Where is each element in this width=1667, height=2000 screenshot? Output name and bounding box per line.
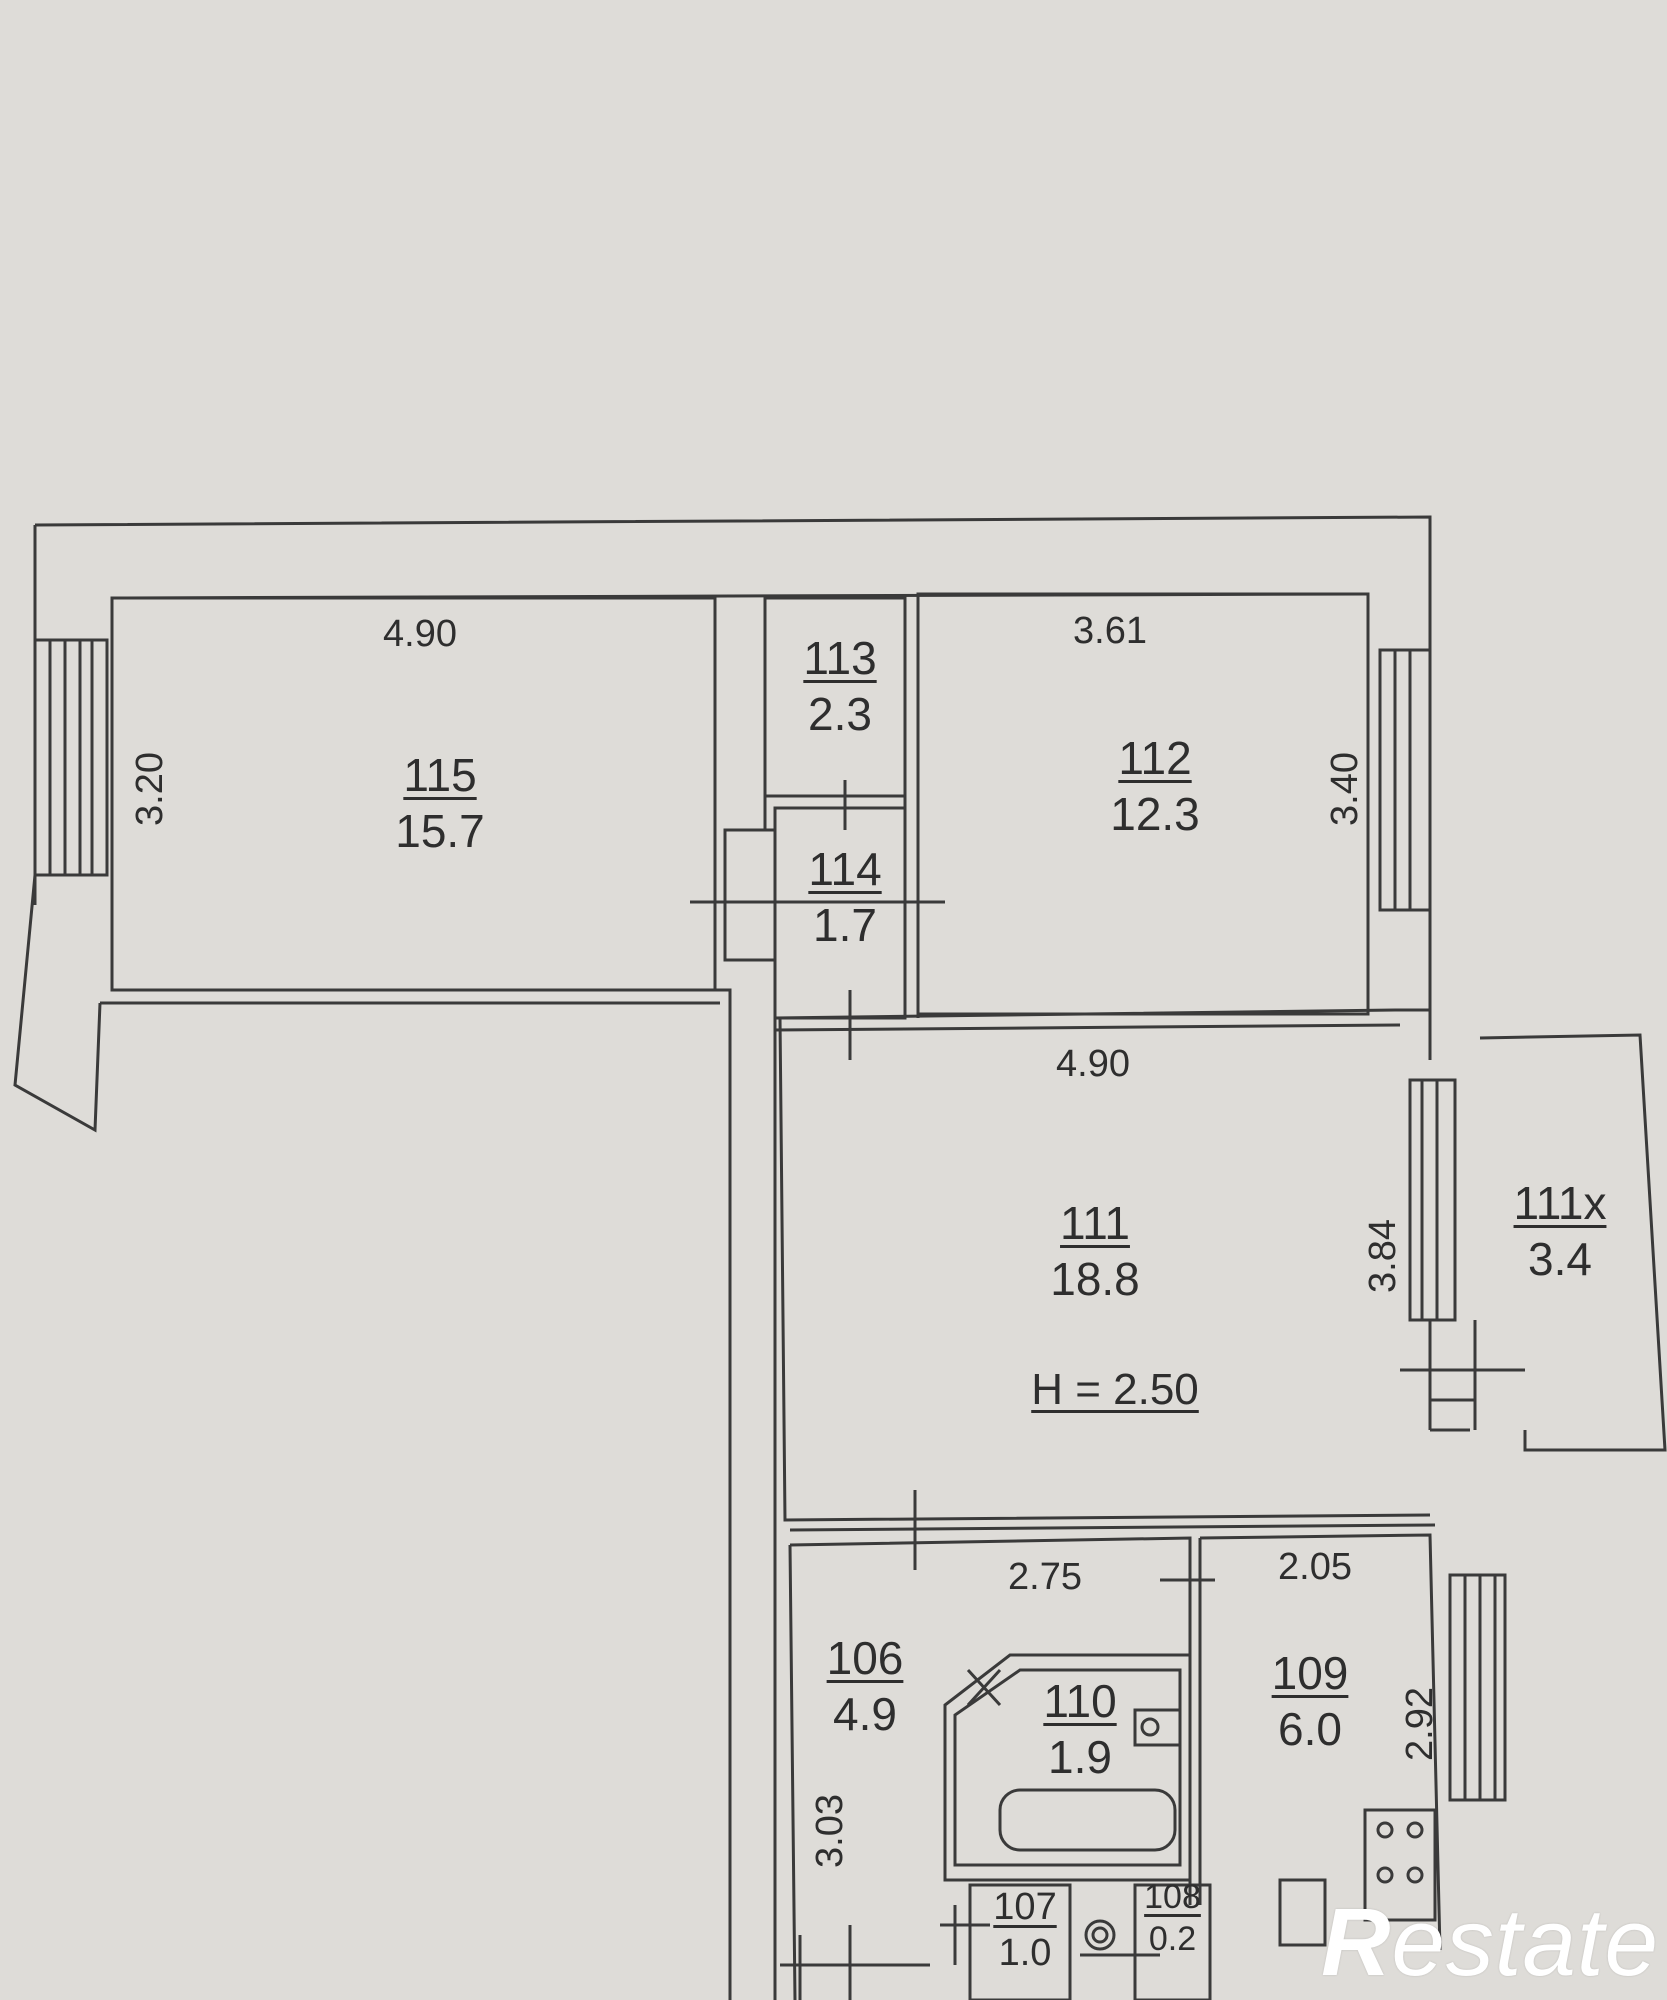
room-113-number: 113 (803, 632, 877, 684)
stove (1363, 1808, 1437, 1922)
room-114-label: 114 1.7 (790, 846, 900, 948)
corridor-wall (713, 598, 777, 2000)
room-111-width-dim: 4.90 (1056, 1043, 1130, 1085)
watermark-r-mark: R (1321, 1889, 1392, 1996)
room-112-number: 112 (1118, 732, 1192, 784)
room-111-number: 111 (1060, 1197, 1130, 1249)
room-114-area: 1.7 (813, 899, 877, 951)
room-106-area: 4.9 (833, 1688, 897, 1740)
room-107-outline (968, 1883, 1072, 2000)
room-111-outline (774, 1008, 1431, 1522)
room-111x-label: 111x 3.4 (1495, 1180, 1625, 1282)
room-110-number: 110 (1043, 1675, 1117, 1727)
room-109-area: 6.0 (1278, 1703, 1342, 1755)
room-106-label: 106 4.9 (810, 1635, 920, 1737)
room-115-depth-dim: 3.20 (129, 752, 171, 826)
room-107-label: 107 1.0 (985, 1888, 1065, 1972)
ceiling-height-note: H = 2.50 (1031, 1365, 1199, 1414)
room-107-number: 107 (993, 1886, 1057, 1928)
sink (1133, 1708, 1182, 1747)
room-110-outline (943, 1653, 1192, 1882)
room-108-label: 108 0.2 (1135, 1880, 1210, 1956)
room-112-label: 112 12.3 (1095, 735, 1215, 837)
room-110-label: 110 1.9 (1025, 1678, 1135, 1780)
room-111-area: 18.8 (1050, 1253, 1140, 1305)
room-109-outline (1198, 1533, 1442, 1951)
room-111-label: 111 18.8 (1035, 1200, 1155, 1302)
watermark-text: estate (1391, 1889, 1659, 1996)
room-108-outline (1133, 1883, 1212, 2000)
room-108-number: 108 (1144, 1878, 1201, 1916)
corridor-gap (723, 828, 777, 962)
window-right-mid (1408, 1078, 1457, 1322)
window-right-top (1378, 648, 1432, 912)
room-109-label: 109 6.0 (1255, 1650, 1365, 1752)
bathtub (998, 1788, 1177, 1852)
balcony-left (13, 874, 102, 1133)
room-111x-number: 111x (1513, 1177, 1607, 1229)
room-112-area: 12.3 (1110, 788, 1200, 840)
room-112-width-dim: 3.61 (1073, 610, 1147, 652)
room-114-number: 114 (808, 843, 882, 895)
window-right-bottom (1448, 1573, 1507, 1802)
room-115-area: 15.7 (395, 805, 485, 857)
restate-watermark-logo: Restate (1321, 1888, 1659, 1998)
balcony-111x (1479, 1033, 1667, 1452)
room-110-area: 1.9 (1048, 1731, 1112, 1783)
window-left (33, 638, 109, 877)
room-106-width-dim: 2.75 (1008, 1556, 1082, 1598)
room-109-number: 109 (1271, 1647, 1349, 1699)
room-113-area: 2.3 (808, 688, 872, 740)
room-113-label: 113 2.3 (785, 635, 895, 737)
room-112-depth-dim: 3.40 (1324, 752, 1366, 826)
room-109-width-dim: 2.05 (1278, 1546, 1352, 1588)
room-111x-area: 3.4 (1528, 1233, 1592, 1285)
room-108-area: 0.2 (1148, 1920, 1197, 1958)
kitchen-sink (1278, 1878, 1327, 1947)
room-109-depth-dim: 2.92 (1399, 1687, 1441, 1761)
room-106-depth-dim: 3.03 (809, 1794, 851, 1868)
room-115-number: 115 (403, 749, 477, 801)
room-115-label: 115 15.7 (380, 752, 500, 854)
room-106-number: 106 (826, 1632, 904, 1684)
room-111-depth-dim: 3.84 (1362, 1219, 1404, 1293)
room-107-area: 1.0 (998, 1932, 1052, 1974)
room-115-width-dim: 4.90 (383, 613, 457, 655)
